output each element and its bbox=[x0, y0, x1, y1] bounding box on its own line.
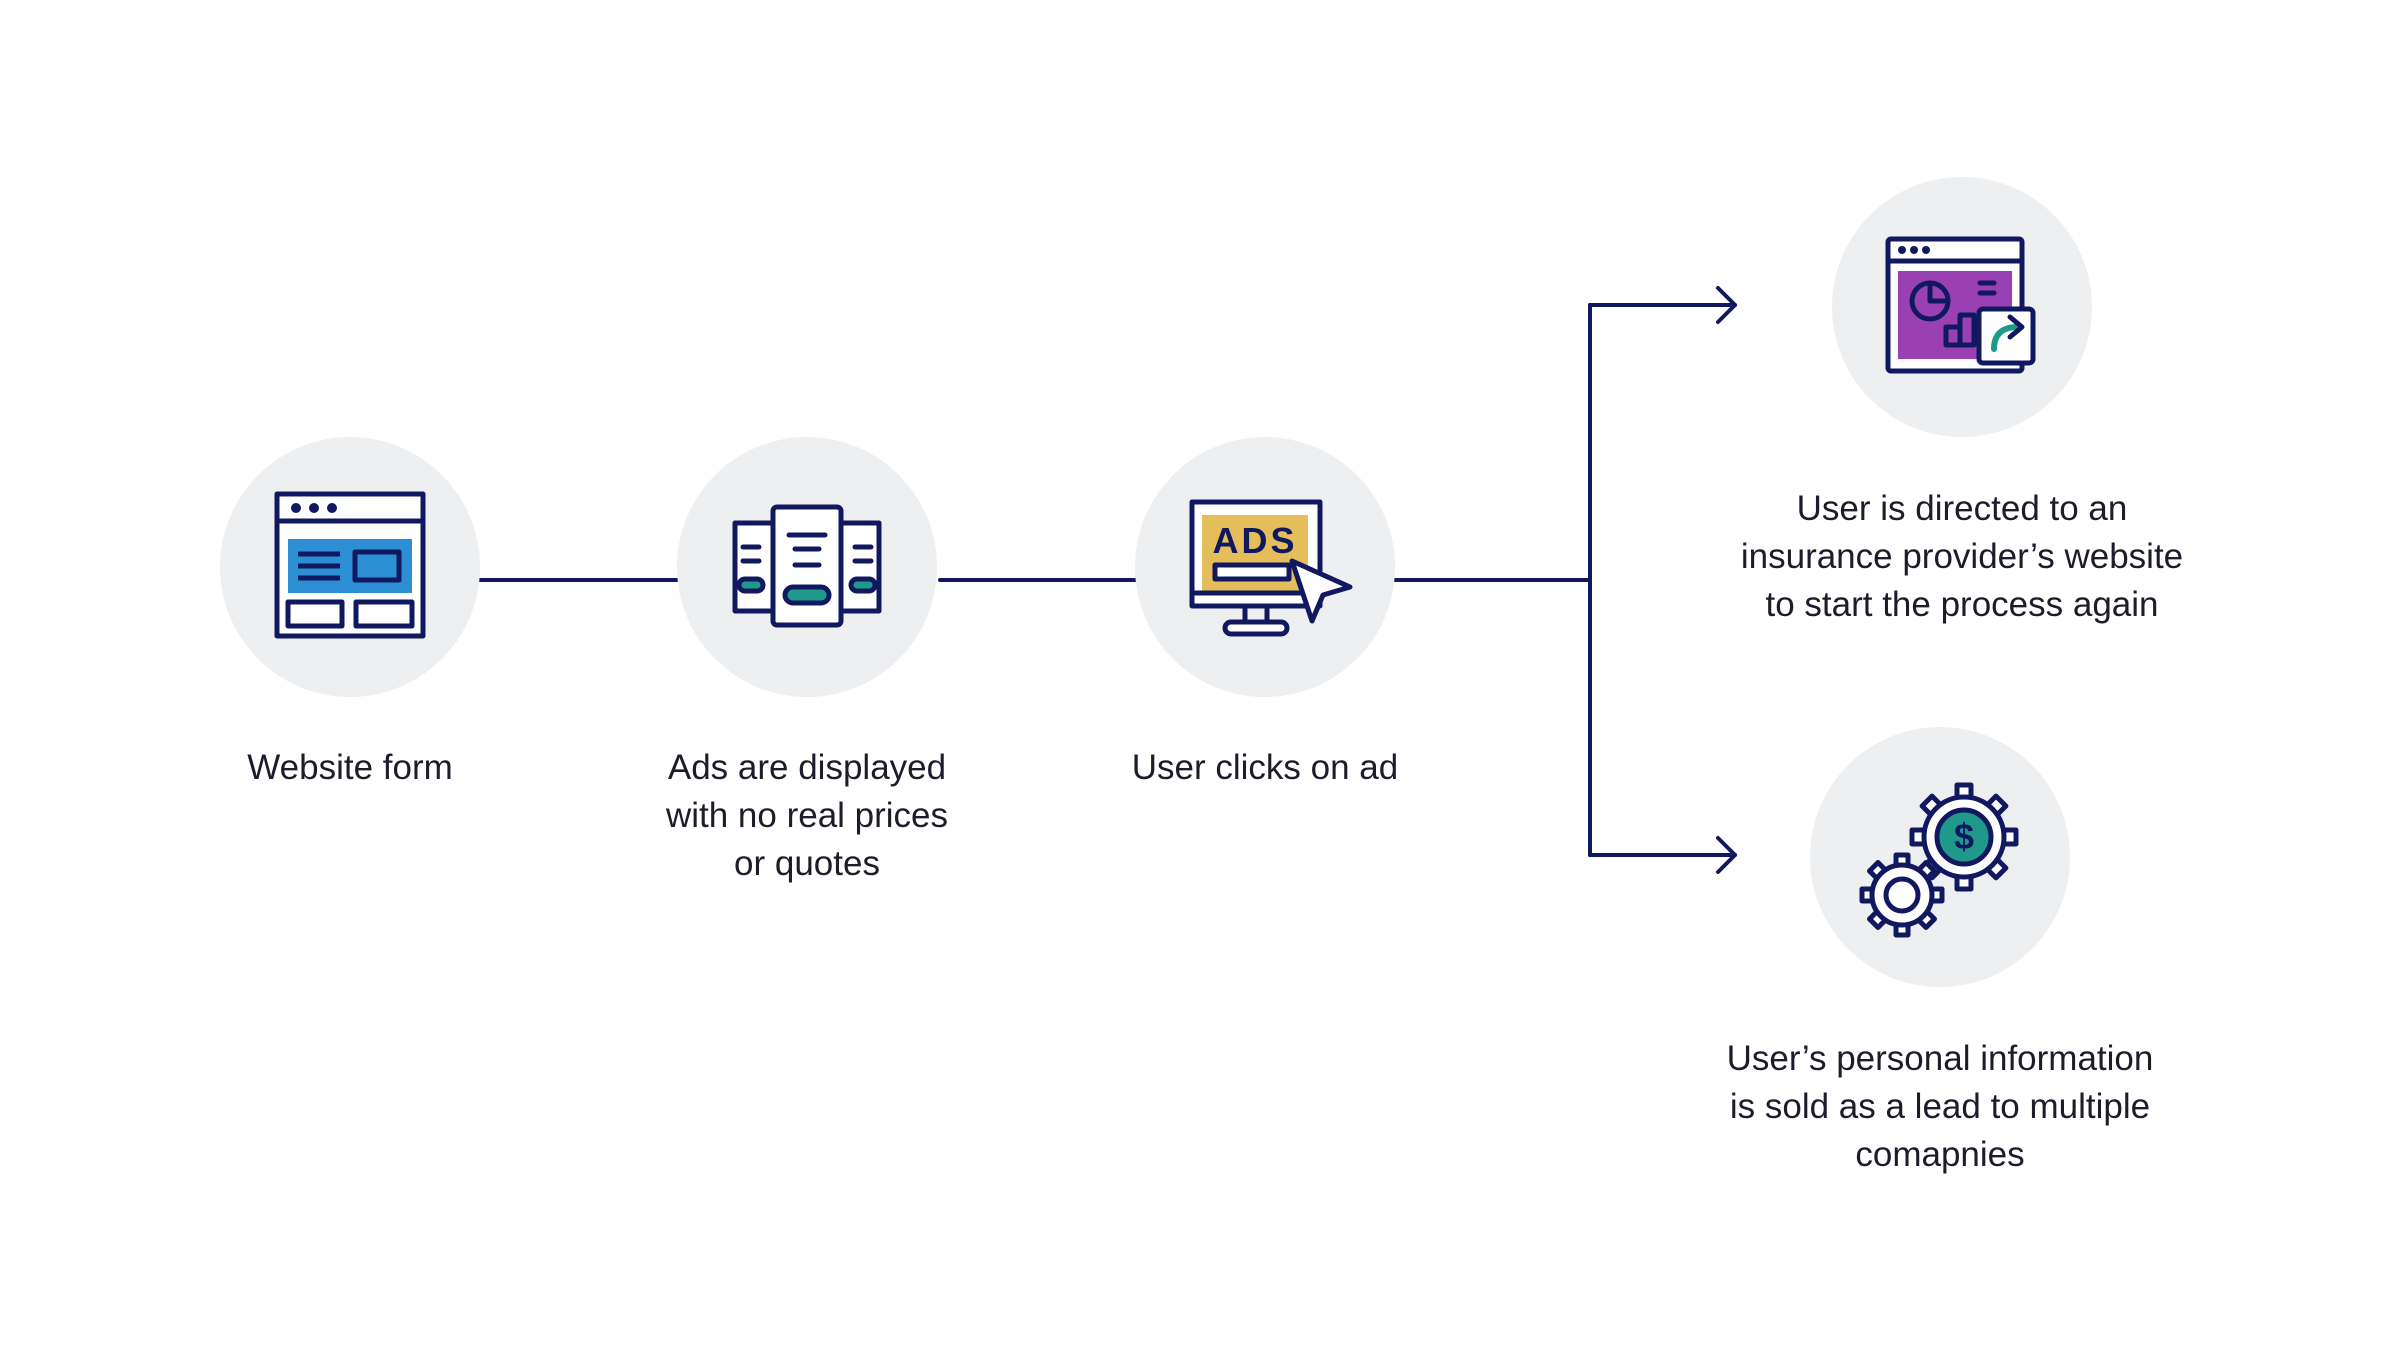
step-label: User clicks on ad bbox=[1065, 744, 1465, 792]
step-label-line: Website form bbox=[247, 748, 453, 787]
outcome-directed-to-provider: User is directed to an insurance provide… bbox=[1741, 177, 2183, 624]
website-form-icon bbox=[274, 491, 426, 639]
outcome-label-line: comapnies bbox=[1855, 1135, 2025, 1174]
monitor-ads-click-icon: ADS bbox=[1189, 499, 1353, 637]
outcome-label: User is directed to an insurance provide… bbox=[1712, 485, 2212, 629]
step-label-line: or quotes bbox=[734, 844, 880, 883]
step-label-line: with no real prices bbox=[665, 796, 949, 835]
ads-text: ADS bbox=[1212, 520, 1297, 561]
step-label-line: User clicks on ad bbox=[1131, 748, 1399, 787]
outcome-information-sold: $ User’s personal information is sold as… bbox=[1727, 727, 2153, 1174]
step-ads-displayed: Ads are displayed with no real prices or… bbox=[666, 437, 948, 883]
dollar-sign-text: $ bbox=[1954, 816, 1974, 857]
outcome-label-line: is sold as a lead to multiple bbox=[1729, 1087, 2151, 1126]
outcome-label-line: to start the process again bbox=[1765, 585, 2159, 624]
outcome-label-line: insurance provider’s website bbox=[1740, 537, 2184, 576]
gears-dollar-icon: $ bbox=[1859, 782, 2019, 938]
outcome-label-line: User is directed to an bbox=[1796, 489, 2128, 528]
step-label: Website form bbox=[150, 744, 550, 792]
step-label-line: Ads are displayed bbox=[667, 748, 947, 787]
website-redirect-icon bbox=[1885, 236, 2036, 374]
step-user-clicks-ad: ADS User clicks on ad bbox=[1132, 437, 1398, 787]
arrow-lower-head bbox=[1716, 836, 1737, 874]
step-website-form: Website form bbox=[220, 437, 480, 787]
outcome-label-line: User’s personal information bbox=[1726, 1039, 2154, 1078]
step-label: Ads are displayed with no real prices or… bbox=[607, 744, 1007, 888]
ad-cards-icon bbox=[732, 504, 882, 628]
outcome-label: User’s personal information is sold as a… bbox=[1690, 1035, 2190, 1179]
arrow-upper-head bbox=[1716, 286, 1737, 324]
